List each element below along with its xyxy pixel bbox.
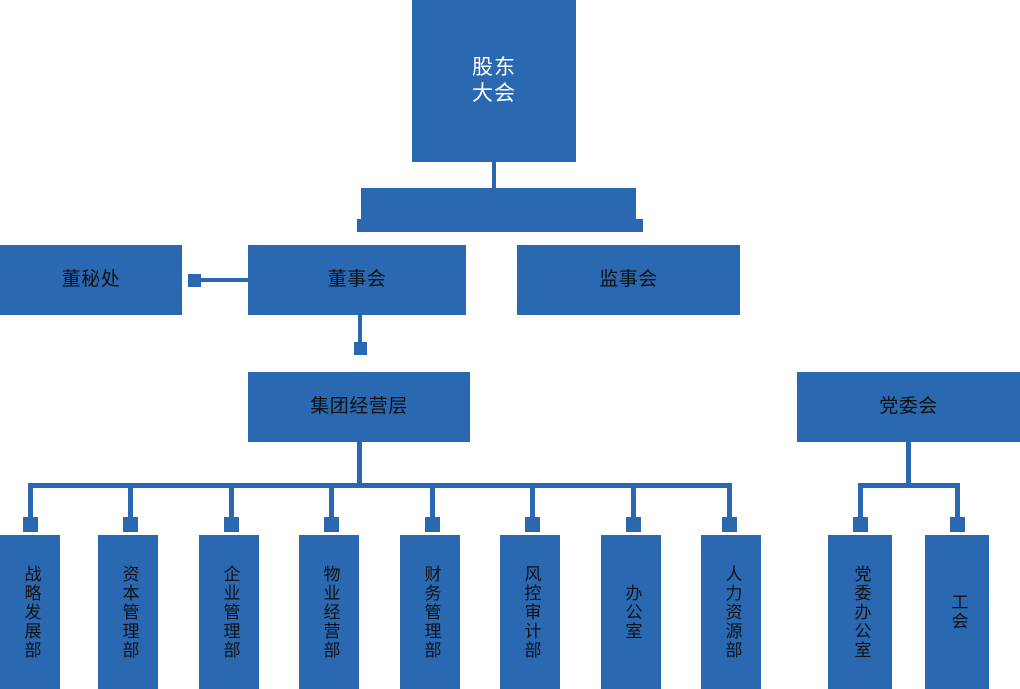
node-party-unit-1[interactable]: 党委办公室: [828, 535, 892, 689]
connector-marker-dept-1: [23, 517, 38, 532]
connector-drop-dept-6: [530, 483, 535, 519]
connector-departments-bus: [28, 483, 732, 488]
node-department-1[interactable]: 战略发展部: [0, 535, 60, 689]
connector-marker-dept-5: [425, 517, 440, 532]
connector-marker-dept-7: [626, 517, 641, 532]
connector-marker-board-secretary-office: [188, 274, 201, 287]
node-department-6-label: 风控审计部: [520, 564, 541, 660]
node-department-3-label: 企业管理部: [219, 564, 240, 660]
node-department-3[interactable]: 企业管理部: [199, 535, 259, 689]
node-department-7[interactable]: 办公室: [601, 535, 661, 689]
node-department-7-label: 办公室: [621, 583, 642, 641]
node-department-5[interactable]: 财务管理部: [400, 535, 460, 689]
node-department-2[interactable]: 资本管理部: [98, 535, 158, 689]
node-department-1-label: 战略发展部: [20, 564, 41, 660]
node-party-committee[interactable]: 党委会: [797, 372, 1020, 442]
connector-drop-dept-8: [727, 483, 732, 519]
connector-management-stem: [357, 442, 362, 486]
connector-secretary-horizontal: [196, 278, 252, 282]
connector-drop-dept-7: [631, 483, 636, 519]
connector-marker-board-of-supervisors: [630, 219, 643, 232]
node-department-6[interactable]: 风控审计部: [500, 535, 560, 689]
connector-party-stem: [906, 442, 911, 486]
node-board-secretary-office-label: 董秘处: [61, 268, 121, 291]
connector-marker-dept-3: [224, 517, 239, 532]
node-department-5-label: 财务管理部: [420, 564, 441, 660]
node-department-8-label: 人力资源部: [721, 564, 742, 660]
node-board-of-directors-label: 董事会: [327, 268, 387, 291]
node-department-8[interactable]: 人力资源部: [701, 535, 761, 689]
node-party-unit-2-label: 工会: [947, 593, 968, 631]
connector-marker-board-of-directors: [357, 219, 370, 232]
connector-shareholders-vertical: [492, 162, 496, 188]
connector-marker-dept-2: [123, 517, 138, 532]
connector-marker-dept-6: [525, 517, 540, 532]
node-department-4-label: 物业经营部: [319, 564, 340, 660]
connector-marker-party-2: [950, 517, 965, 532]
node-group-management[interactable]: 集团经营层: [248, 372, 470, 442]
node-party-unit-1-label: 党委办公室: [850, 564, 871, 660]
connector-marker-party-1: [853, 517, 868, 532]
connector-marker-dept-4: [324, 517, 339, 532]
connector-drop-party-2: [955, 483, 960, 519]
node-board-of-supervisors[interactable]: 监事会: [517, 245, 740, 315]
connector-level2-horizontal-bar: [361, 188, 636, 232]
node-board-of-supervisors-label: 监事会: [599, 268, 658, 291]
connector-drop-party-1: [858, 483, 863, 519]
node-board-of-directors[interactable]: 董事会: [248, 245, 466, 315]
node-group-management-label: 集团经营层: [310, 395, 408, 418]
node-department-2-label: 资本管理部: [118, 564, 139, 660]
node-shareholders-meeting[interactable]: 股东 大会: [412, 0, 576, 162]
connector-drop-dept-1: [28, 483, 33, 519]
node-party-unit-2[interactable]: 工会: [925, 535, 989, 689]
connector-marker-dept-8: [722, 517, 737, 532]
node-board-secretary-office[interactable]: 董秘处: [0, 245, 182, 315]
connector-drop-dept-4: [329, 483, 334, 519]
node-shareholders-meeting-label: 股东 大会: [472, 55, 516, 105]
connector-marker-group-management: [354, 342, 367, 355]
connector-drop-dept-2: [128, 483, 133, 519]
connector-party-bus: [858, 483, 960, 488]
connector-drop-dept-3: [229, 483, 234, 519]
node-department-4[interactable]: 物业经营部: [299, 535, 359, 689]
connector-drop-dept-5: [430, 483, 435, 519]
connector-directors-to-management: [358, 315, 362, 342]
node-party-committee-label: 党委会: [879, 395, 938, 418]
